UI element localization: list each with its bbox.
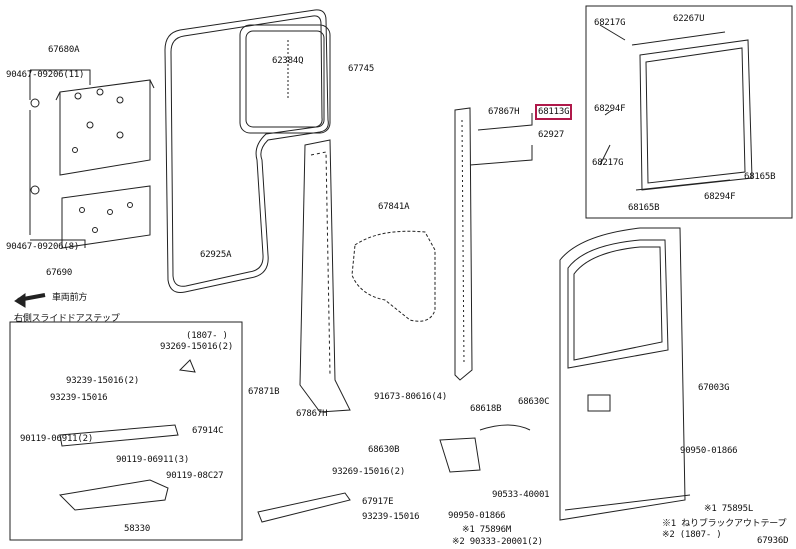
note-1: ※1 ねりブラックアウトテープ	[662, 519, 787, 529]
door-67003g	[559, 227, 691, 521]
label-62925a: 62925A	[200, 250, 232, 260]
window-frame-67745	[239, 24, 331, 134]
label-93239-c: 93239-15016	[362, 512, 420, 522]
label-67867h-b: 67867H	[296, 409, 328, 419]
label-75896m: ※1 75896M	[462, 525, 512, 535]
hinge-68630b	[439, 437, 481, 473]
label-67745: 67745	[348, 64, 375, 74]
pillar-67871b	[299, 139, 351, 413]
label-68113g[interactable]: 68113G	[534, 104, 573, 120]
label-93239-b: 93239-15016	[50, 393, 108, 403]
clip-icon	[178, 359, 196, 373]
step-58330	[58, 479, 169, 511]
step-67914c	[59, 424, 179, 447]
step-garnish-67917e	[257, 492, 351, 523]
label-67871b: 67871B	[248, 387, 280, 397]
label-90119-b: 90119-06911(3)	[116, 455, 190, 465]
label-75895l: ※1 75895L	[704, 504, 754, 514]
label-date-1807: (1807- )	[186, 331, 228, 341]
inset-step	[9, 321, 243, 541]
label-68294f-a: 68294F	[594, 104, 626, 114]
window-glass	[631, 31, 753, 191]
label-68294f-b: 68294F	[704, 192, 736, 202]
label-62267u: 62267U	[673, 14, 705, 24]
label-68165b-a: 68165B	[744, 172, 776, 182]
front-label: 車両前方	[52, 293, 88, 303]
panel-67680a	[55, 79, 155, 176]
label-67003g: 67003G	[698, 383, 730, 393]
label-90950-a: 90950-01866	[680, 446, 738, 456]
label-68630b: 68630B	[368, 445, 400, 455]
arrow-head-icon	[14, 293, 26, 308]
figure-number: 67936D	[757, 536, 789, 546]
label-68217g-a: 68217G	[594, 18, 626, 28]
label-90467-a: 90467-09206(11)	[6, 70, 85, 80]
label-93239-a: 93239-15016(2)	[66, 376, 140, 386]
label-93269-b: 93269-15016(2)	[160, 342, 234, 352]
label-68165b-b: 68165B	[628, 203, 660, 213]
note-2: ※2 (1807- )	[662, 530, 722, 540]
label-68630c: 68630C	[518, 397, 550, 407]
label-58330: 58330	[124, 524, 151, 534]
clip-icon	[30, 185, 40, 195]
pad-67841a	[351, 230, 436, 322]
label-67867h-a: 67867H	[488, 107, 520, 117]
inset-title: 右側スライドドアステップ	[14, 314, 120, 324]
inset-window	[585, 5, 793, 219]
label-90119-a: 90119-06911(2)	[20, 434, 94, 444]
label-67914c: 67914C	[192, 426, 224, 436]
cable	[479, 424, 531, 431]
label-90467-b: 90467-09206(8)	[6, 242, 80, 252]
label-93269-a: 93269-15016(2)	[332, 467, 406, 477]
label-67690: 67690	[46, 268, 73, 278]
label-67841a: 67841A	[378, 202, 410, 212]
clip-icon	[30, 98, 40, 108]
label-90119-c: 90119-08C27	[166, 471, 224, 481]
weatherstrip-62925a	[164, 9, 329, 293]
label-68618b: 68618B	[470, 404, 502, 414]
label-90333: ※2 90333-20001(2)	[452, 537, 543, 547]
panel-67690	[61, 185, 151, 249]
label-90533: 90533-40001	[492, 490, 550, 500]
weatherstrip-62927	[454, 107, 473, 381]
label-67917e: 67917E	[362, 497, 394, 507]
label-62384q: 62384Q	[272, 56, 304, 66]
label-62927: 62927	[538, 130, 565, 140]
label-68217g-b: 68217G	[592, 158, 624, 168]
label-90950-b: 90950-01866	[448, 511, 506, 521]
label-91673: 91673-80616(4)	[374, 392, 448, 402]
label-67680a: 67680A	[48, 45, 80, 55]
